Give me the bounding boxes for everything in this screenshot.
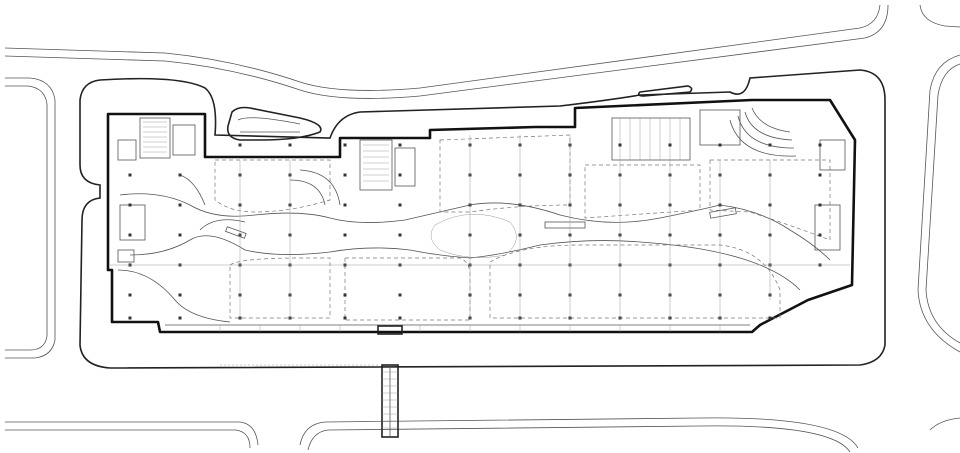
column xyxy=(343,233,347,237)
pedestrian-bridge xyxy=(381,364,399,438)
column xyxy=(343,293,347,297)
building-outline xyxy=(106,98,857,334)
column xyxy=(343,173,347,177)
column xyxy=(818,143,822,147)
column xyxy=(818,233,822,237)
column xyxy=(178,316,182,320)
column xyxy=(128,316,132,320)
column xyxy=(398,316,402,320)
interior-linework xyxy=(117,107,846,335)
drop-off-island xyxy=(637,85,693,97)
column xyxy=(343,143,347,147)
site-boundary xyxy=(79,69,886,369)
column xyxy=(128,173,132,177)
column xyxy=(128,293,132,297)
landscape-island xyxy=(226,106,322,141)
column xyxy=(343,316,347,320)
column xyxy=(668,143,672,147)
column xyxy=(398,203,402,207)
column xyxy=(768,316,772,320)
column xyxy=(398,173,402,177)
column xyxy=(818,203,822,207)
column xyxy=(238,143,242,147)
column xyxy=(178,173,182,177)
column xyxy=(178,293,182,297)
column xyxy=(398,143,402,147)
road-curbs xyxy=(4,4,960,453)
column xyxy=(128,203,132,207)
column xyxy=(398,293,402,297)
column xyxy=(818,173,822,177)
column xyxy=(398,233,402,237)
grid-lines xyxy=(110,135,850,320)
column xyxy=(343,203,347,207)
column xyxy=(178,203,182,207)
column xyxy=(128,233,132,237)
column xyxy=(768,143,772,147)
column xyxy=(618,143,622,147)
column xyxy=(178,233,182,237)
column xyxy=(288,143,292,147)
structural-columns xyxy=(128,143,822,320)
column xyxy=(718,143,722,147)
